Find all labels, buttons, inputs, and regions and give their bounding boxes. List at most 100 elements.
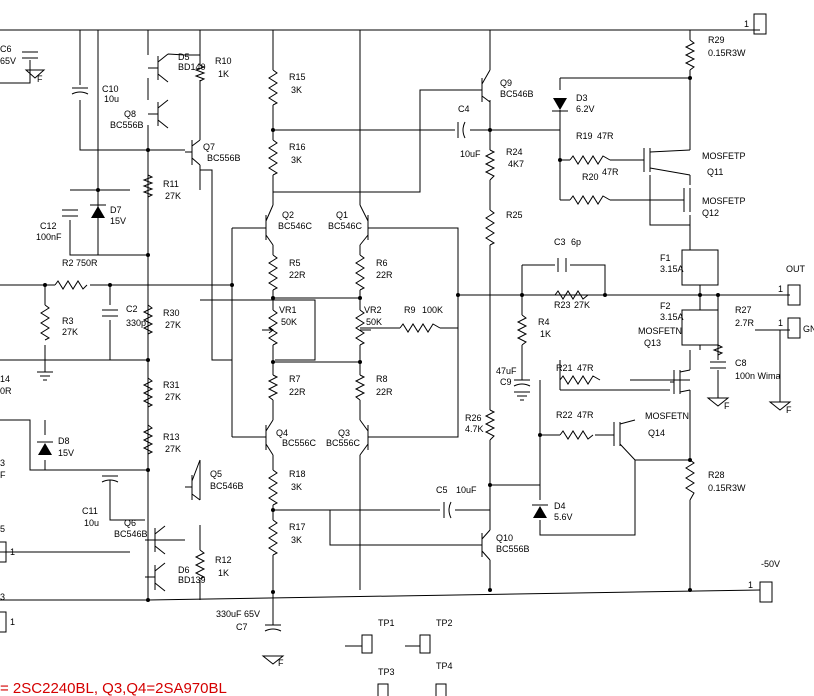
ground-symbol <box>24 69 46 79</box>
junction-dot <box>716 293 720 297</box>
junction-dot <box>146 598 150 602</box>
d3-name: D3 <box>576 93 588 103</box>
q5-value: BC546B <box>210 481 244 491</box>
junction-dot <box>558 158 562 162</box>
capacitor-symbol <box>557 258 567 272</box>
q11-name: Q11 <box>707 167 723 177</box>
r9-value: 100K <box>422 305 443 315</box>
resistor-symbol <box>267 374 279 401</box>
r20-name: R20 <box>582 172 599 182</box>
r15-name: R15 <box>289 72 306 82</box>
connectors <box>0 13 801 696</box>
resistor-symbol <box>354 374 366 401</box>
transistor-symbol <box>148 53 186 83</box>
connector-bottom-rail <box>759 581 773 603</box>
labels: C6 65V C10 10u D5 BD140 R10 1K Q8 BC556B… <box>0 19 814 696</box>
junction-dot <box>146 358 150 362</box>
c3-name: C3 <box>554 237 566 247</box>
junction-dot <box>488 483 492 487</box>
r8-value: 22R <box>376 387 393 397</box>
r22-value: 47R <box>577 410 594 420</box>
d5-name: D5 <box>178 52 190 62</box>
c10-name: C10 <box>102 84 119 94</box>
transistor-symbol <box>148 99 169 129</box>
vr2-value: 50K <box>366 317 382 327</box>
resistor-symbol <box>684 39 696 71</box>
q7-value: BC556B <box>207 153 241 163</box>
c11-name: C11 <box>82 506 98 516</box>
junction-dot <box>43 283 47 287</box>
c5-name: C5 <box>436 485 448 495</box>
fuse-symbols <box>681 249 719 346</box>
connector-left-b <box>0 611 7 633</box>
connector-gnd <box>787 317 801 339</box>
q9-value: BC546B <box>500 89 534 99</box>
resistor-symbol <box>194 549 206 580</box>
d4-name: D4 <box>554 501 566 511</box>
r25-name: R25 <box>506 210 523 220</box>
r19-value: 47R <box>597 131 614 141</box>
footnote: = 2SC2240BL, Q3,Q4=2SA970BL <box>0 680 227 696</box>
f2-name: F2 <box>660 301 671 311</box>
transistor-symbol <box>262 419 274 456</box>
r3-value: 27K <box>62 327 78 337</box>
resistor-symbol <box>685 459 695 501</box>
resistor-symbol <box>268 139 279 176</box>
c4-name: C4 <box>458 104 470 114</box>
r28-value: 0.15R3W <box>708 48 746 58</box>
resistor-symbols <box>40 39 724 580</box>
r12-name: R12 <box>215 555 232 565</box>
d6-value: BD139 <box>178 575 206 585</box>
r19-name: R19 <box>576 131 593 141</box>
resistor-symbol <box>569 195 611 205</box>
vr1-name: VR1 <box>279 305 297 315</box>
zener-diode-symbol <box>91 206 105 218</box>
c9-name: C9 <box>500 377 512 387</box>
r29-name: R28 <box>708 470 725 480</box>
out-label: OUT <box>786 264 806 274</box>
c12-value: 100nF <box>36 232 62 242</box>
r20-value: 47R <box>602 167 619 177</box>
top-rail-pin: 1 <box>744 19 749 29</box>
ground-mark: F <box>37 74 43 84</box>
trimmer-arrow <box>262 326 274 334</box>
gnd-label: GN <box>803 324 814 334</box>
zener-diode-symbol <box>553 98 567 110</box>
transistor-symbols <box>145 53 691 592</box>
resistor-symbol <box>268 309 279 346</box>
junction-dot <box>538 433 542 437</box>
transistor-symbol <box>185 459 201 501</box>
capacitor-symbol <box>22 51 38 59</box>
connector-left-a <box>0 541 7 563</box>
d5-value: BD140 <box>178 62 206 72</box>
junction-dot <box>146 253 150 257</box>
q3-name: Q3 <box>338 428 350 438</box>
capacitor-symbol <box>101 475 119 483</box>
ground-symbol <box>37 371 53 381</box>
r14-name: 14 <box>0 374 10 384</box>
capacitor-symbol <box>102 309 118 317</box>
q10-value: BC556B <box>496 544 530 554</box>
resistor-symbol <box>142 174 154 198</box>
r16-name: R16 <box>289 142 306 152</box>
resistor-symbol <box>142 377 154 408</box>
r28-name: R29 <box>708 35 725 45</box>
transistor-symbol <box>480 529 491 561</box>
c3-value: 6p <box>571 237 581 247</box>
pin5-label: 5 <box>0 524 5 534</box>
d8-name: D8 <box>58 436 70 446</box>
mosfet-symbol <box>670 369 691 394</box>
q6-name: Q6 <box>124 518 136 528</box>
resistor-symbol <box>268 254 279 291</box>
r11-name: R11 <box>163 179 179 189</box>
c9-value: 47uF <box>496 366 517 376</box>
resistor-symbol <box>484 409 496 441</box>
r13-name: R13 <box>163 432 180 442</box>
transistor-symbol <box>145 562 166 592</box>
d7-name: D7 <box>110 205 122 215</box>
r8-name: R8 <box>376 374 388 384</box>
transistor-symbol <box>480 69 491 103</box>
r18-name: R18 <box>289 469 306 479</box>
testpoint-tp2 <box>419 634 431 654</box>
mosfet-symbol <box>680 188 691 212</box>
